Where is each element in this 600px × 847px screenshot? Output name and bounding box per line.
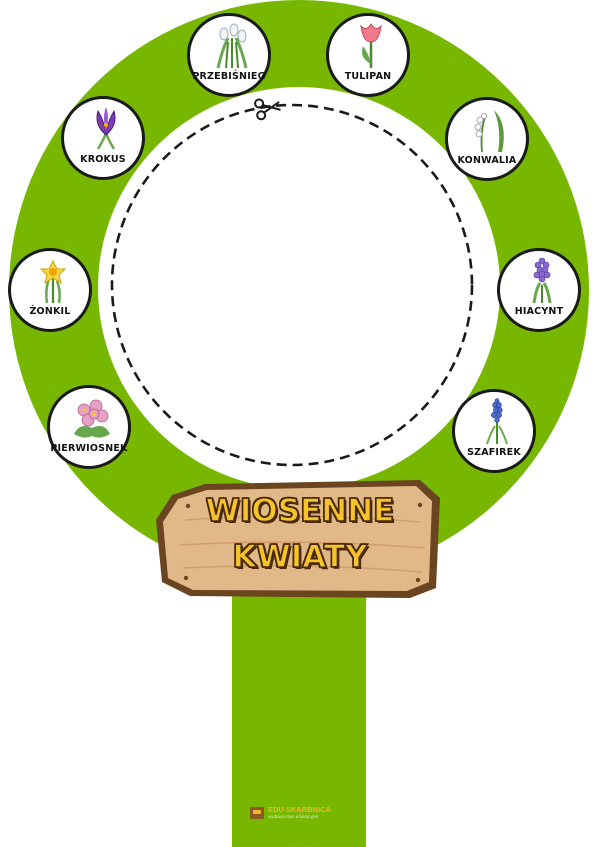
- publisher-logo: EDU SKARBNICA wydawnictwo edukacyjne: [250, 805, 360, 825]
- treasure-chest-icon: [250, 807, 264, 819]
- flower-label: PIERWIOSNEK: [50, 443, 128, 454]
- tulip-icon: [360, 23, 382, 68]
- cut-line-dashed: [110, 103, 474, 467]
- sign-title: WIOSENNE KWIATY: [160, 488, 440, 580]
- inner-white-circle: [98, 87, 500, 489]
- crocus-icon: [96, 107, 116, 150]
- flower-label: KONWALIA: [457, 155, 517, 166]
- title-line-1: WIOSENNE: [205, 492, 395, 529]
- hyacinth-icon: [532, 257, 552, 304]
- daffodil-icon: [39, 259, 67, 304]
- logo-tagline: wydawnictwo edukacyjne: [268, 814, 319, 819]
- flower-label: HIACYNT: [514, 306, 564, 317]
- flower-label: KROKUS: [80, 154, 126, 165]
- primrose-icon: [74, 399, 110, 438]
- wooden-sign: [156, 480, 440, 598]
- badge-tulipan: TULIPAN: [326, 13, 410, 97]
- lily-of-the-valley-icon: [474, 110, 504, 153]
- badge-przebisnieg: PRZEBIŚNIEG: [187, 13, 271, 97]
- scissors-icon: [254, 98, 281, 121]
- badge-zonkil: ŻONKIL: [8, 248, 92, 332]
- grape-hyacinth-icon: [486, 398, 508, 445]
- badge-szafirek: SZAFIREK: [452, 389, 536, 473]
- badge-pierwiosnek: PIERWIOSNEK: [47, 385, 131, 469]
- flower-label: ŻONKIL: [29, 306, 71, 317]
- flower-label: SZAFIREK: [467, 447, 521, 458]
- badge-konwalia: KONWALIA: [445, 97, 529, 181]
- title-line-2: KWIATY: [232, 538, 368, 575]
- paddle-handle-shape: [232, 590, 366, 847]
- badge-krokus: KROKUS: [61, 96, 145, 180]
- badge-hiacynt: HIACYNT: [497, 248, 581, 332]
- flower-label: TULIPAN: [344, 71, 392, 82]
- flower-label: PRZEBIŚNIEG: [192, 71, 266, 82]
- logo-brand: EDU SKARBNICA: [268, 805, 331, 814]
- snowdrop-icon: [216, 23, 248, 69]
